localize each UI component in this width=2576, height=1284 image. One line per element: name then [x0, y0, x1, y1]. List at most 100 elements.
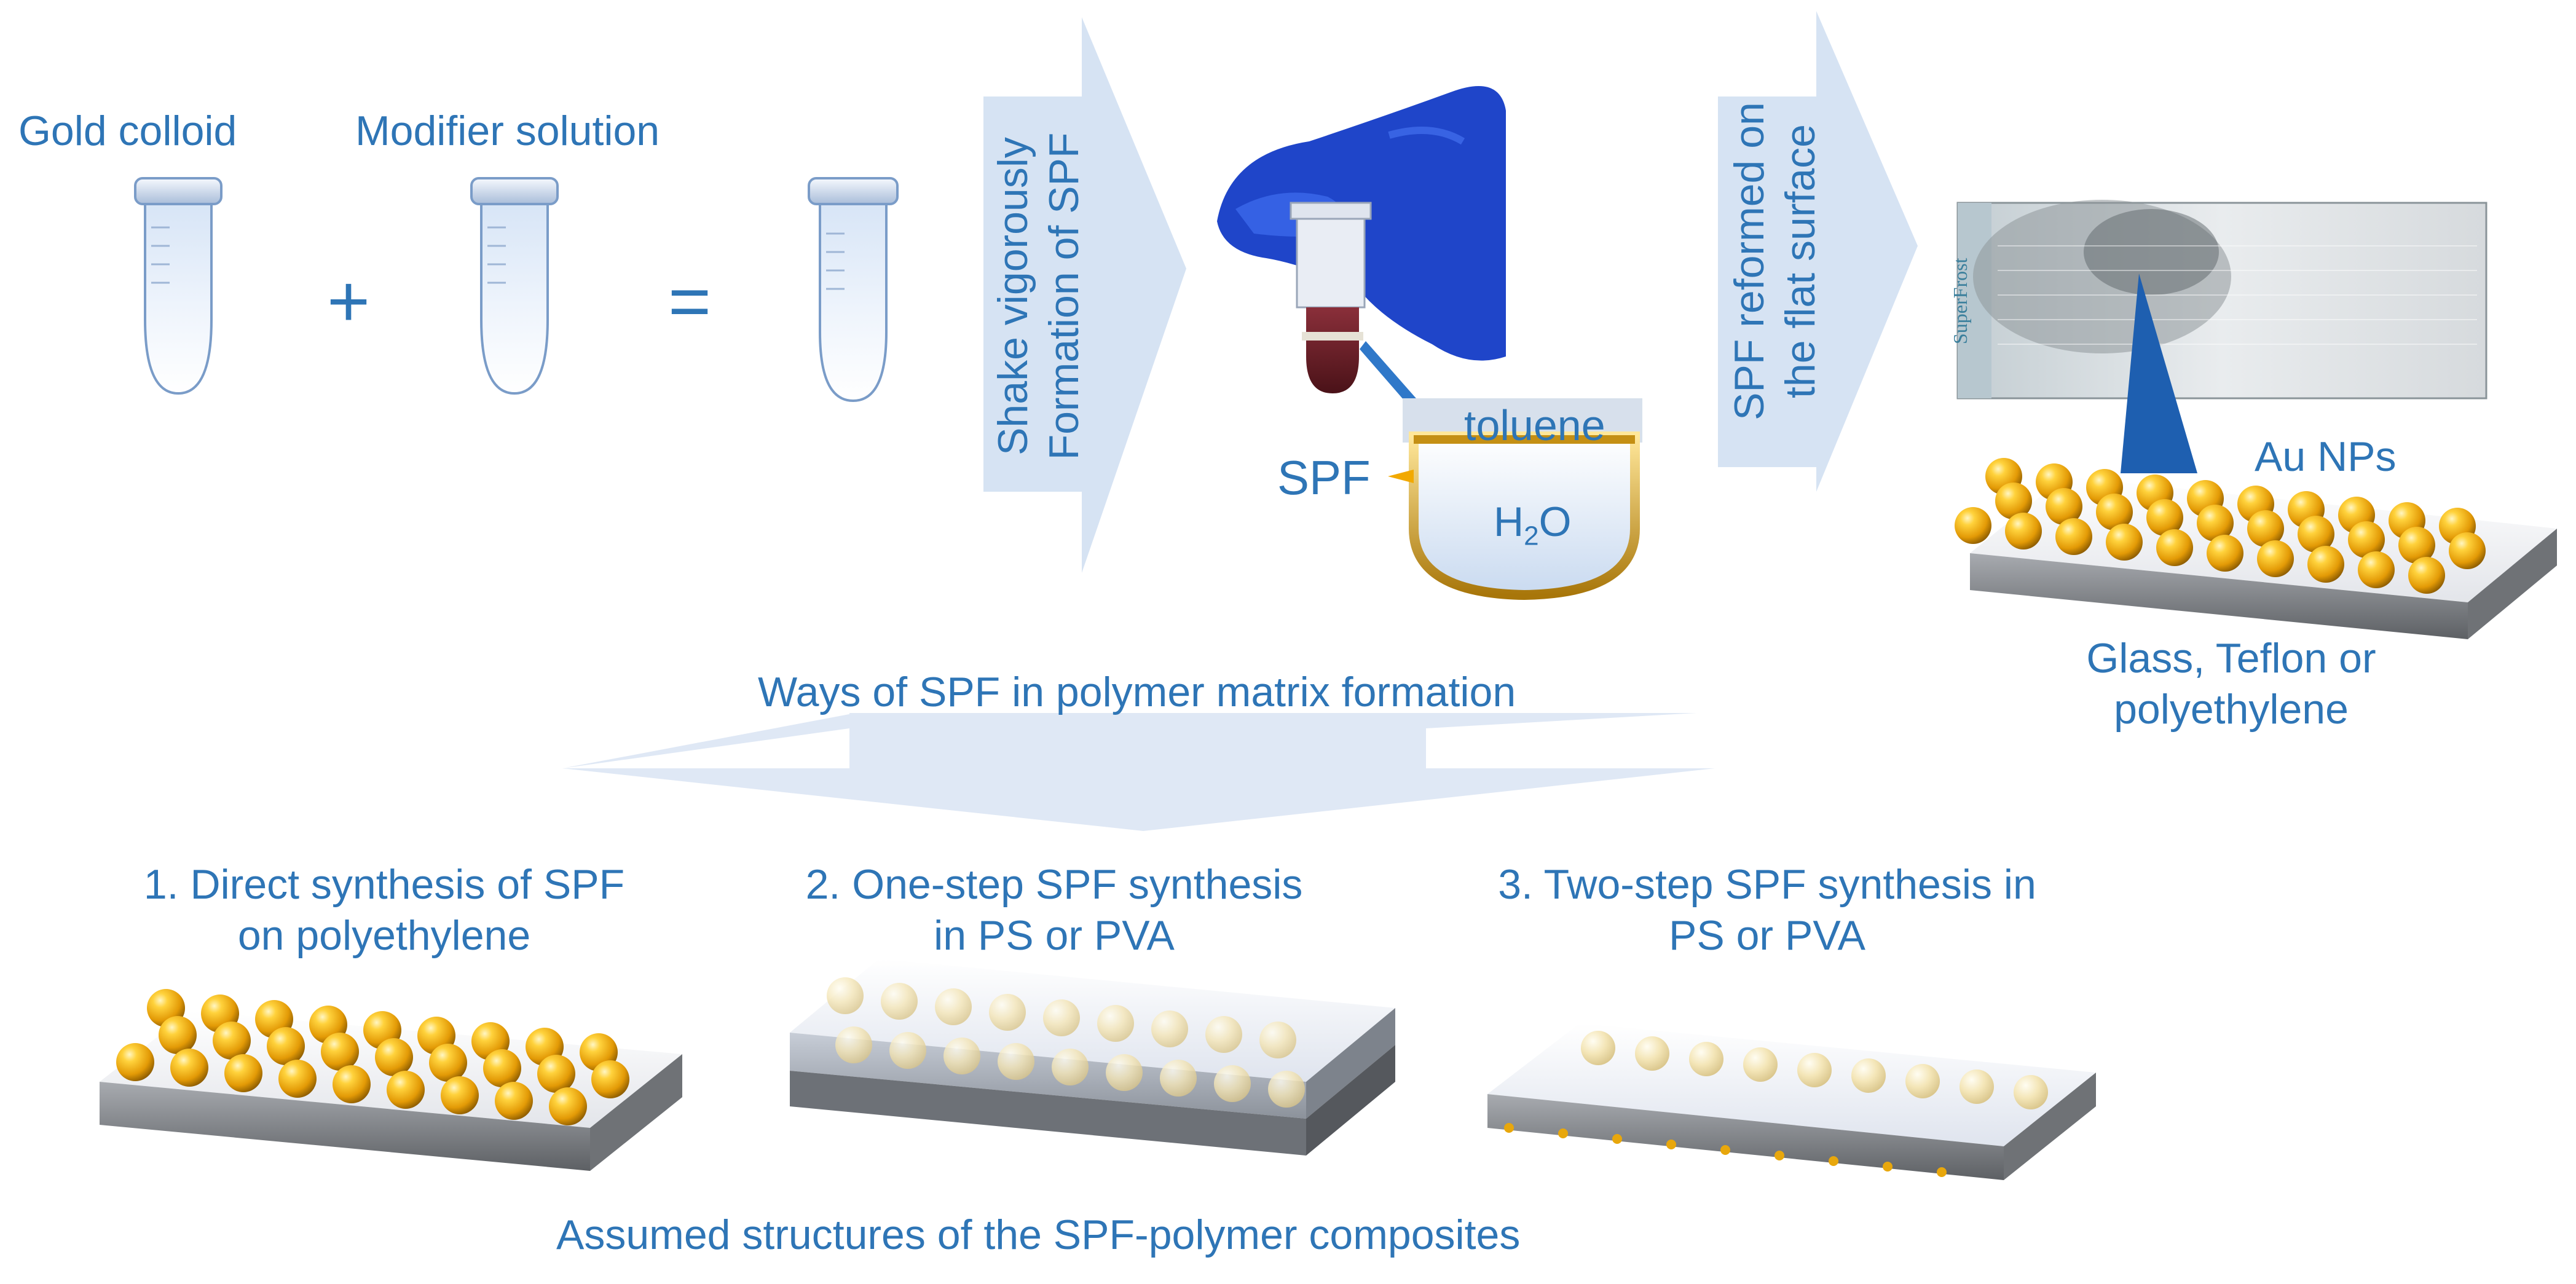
embedded-nanoparticle: [827, 977, 864, 1014]
gold-nanoparticle: [429, 1044, 467, 1082]
reform-arrow-line2: the flat surface: [1777, 124, 1824, 399]
reform-arrow-line1: SPF reformed on: [1726, 102, 1773, 420]
gold-nanoparticles-method3-underside: [1504, 1123, 1947, 1177]
embedded-nanoparticle: [935, 988, 972, 1025]
underside-nanoparticle: [1720, 1145, 1730, 1155]
au-nps-substrate: [1955, 458, 2557, 639]
pale-nanoparticles-method3: [1581, 1031, 2048, 1109]
slide-zoom-pointer: [2121, 274, 2197, 473]
embedded-nanoparticle: [1797, 1053, 1832, 1087]
gold-nanoparticle: [537, 1055, 575, 1093]
underside-nanoparticle: [1558, 1128, 1568, 1138]
method3-line1: 3. Two-step SPF synthesis in: [1498, 861, 2036, 908]
equals-sign: =: [668, 260, 712, 342]
gold-nanoparticle: [2398, 527, 2435, 564]
toluene-label: toluene: [1464, 401, 1605, 449]
slide-brand-label: SuperFrost: [1949, 258, 1971, 344]
water-label-subscript: 2: [1524, 521, 1539, 551]
gloved-hand-photo: [1217, 86, 1506, 393]
underside-nanoparticle: [1666, 1140, 1676, 1149]
spf-label: SPF: [1277, 451, 1371, 505]
gold-nanoparticle: [159, 1016, 197, 1054]
underside-nanoparticle: [1612, 1134, 1622, 1144]
modifier-solution-label: Modifier solution: [355, 108, 660, 154]
method2-slab: [790, 959, 1395, 1156]
spf-label-pointer: [1388, 470, 1414, 483]
method3-line2: PS or PVA: [1669, 912, 1865, 959]
gold-nanoparticle: [591, 1060, 629, 1098]
gold-colloid-label: Gold colloid: [18, 108, 237, 154]
embedded-nanoparticle: [1214, 1065, 1251, 1102]
embedded-nanoparticle: [1106, 1054, 1143, 1091]
embedded-nanoparticle: [1151, 1010, 1188, 1047]
embedded-nanoparticle: [1581, 1031, 1615, 1065]
gold-nanoparticle: [2408, 557, 2445, 594]
gold-nanoparticle: [170, 1049, 208, 1087]
substrate-caption-line1: Glass, Teflon or: [2086, 635, 2376, 682]
embedded-nanoparticle: [1743, 1047, 1778, 1082]
gold-nanoparticle: [1955, 507, 1991, 544]
gold-nanoparticle: [2005, 513, 2042, 549]
gold-nanoparticle: [2358, 551, 2395, 588]
gold-nanoparticle: [2449, 532, 2486, 569]
underside-nanoparticle: [1774, 1151, 1784, 1160]
embedded-nanoparticle: [835, 1026, 872, 1063]
method3-label: 3. Two-step SPF synthesis in PS or PVA: [1454, 859, 2081, 961]
embedded-nanoparticle: [1268, 1071, 1305, 1108]
gold-nanoparticle: [495, 1082, 533, 1120]
mixture-tube: [808, 177, 899, 403]
embedded-nanoparticle: [1097, 1005, 1134, 1042]
embedded-nanoparticle: [1259, 1022, 1296, 1058]
gold-nanoparticle: [441, 1076, 479, 1114]
au-nanoparticles-method1: [116, 989, 629, 1125]
embedded-nanoparticle: [1160, 1060, 1197, 1097]
water-label-h: H: [1494, 498, 1524, 545]
gold-nanoparticle: [267, 1027, 305, 1065]
shake-arrow-label: Shake vigorously Formation of SPF: [988, 133, 1090, 460]
water-label: H2O: [1494, 497, 1572, 553]
embedded-nanoparticle: [2014, 1075, 2048, 1109]
toluene-water-vessel: [1403, 398, 1642, 601]
au-nps-label: Au NPs: [2255, 433, 2397, 480]
gold-nanoparticle: [321, 1033, 359, 1071]
underside-nanoparticle: [1504, 1123, 1514, 1133]
gold-nanoparticle: [2156, 529, 2193, 566]
gold-nanoparticle: [2046, 488, 2082, 525]
embedded-nanoparticle: [1635, 1036, 1669, 1071]
embedded-nanoparticle: [989, 994, 1026, 1031]
embedded-nanoparticle: [1205, 1016, 1242, 1053]
au-nanoparticles-top: [1955, 458, 2486, 594]
pale-nanoparticles-method2: [827, 977, 1305, 1108]
ways-down-arrow-head: [562, 768, 1715, 831]
method1-line2: on polyethylene: [237, 912, 531, 959]
modifier-solution-tube: [470, 177, 559, 395]
gold-colloid-tube: [134, 177, 223, 395]
gold-nanoparticle: [2307, 546, 2344, 583]
gold-nanoparticle: [116, 1043, 154, 1081]
method2-line1: 2. One-step SPF synthesis: [805, 861, 1303, 908]
embedded-nanoparticle: [1043, 999, 1080, 1036]
embedded-nanoparticle: [1960, 1069, 1994, 1104]
method1-slab: [100, 989, 682, 1171]
gold-nanoparticle: [2247, 510, 2284, 547]
embedded-nanoparticle: [1905, 1064, 1940, 1098]
gold-nanoparticle: [2257, 540, 2294, 577]
gold-nanoparticle: [213, 1022, 251, 1060]
method2-line2: in PS or PVA: [934, 912, 1175, 959]
reform-arrow-label: SPF reformed on the flat surface: [1724, 102, 1826, 420]
embedded-nanoparticle: [889, 1032, 926, 1069]
reform-arrow: [1718, 11, 1918, 492]
gold-nanoparticle: [2348, 521, 2385, 558]
gold-nanoparticle: [375, 1038, 413, 1076]
ways-title: Ways of SPF in polymer matrix formation: [758, 669, 1516, 715]
gold-nanoparticle: [549, 1087, 587, 1125]
composites-caption: Assumed structures of the SPF-polymer co…: [556, 1211, 1521, 1258]
gold-nanoparticle: [333, 1065, 371, 1103]
gold-nanoparticle: [1995, 482, 2032, 519]
embedded-nanoparticle: [943, 1038, 980, 1074]
underside-nanoparticle: [1829, 1156, 1838, 1166]
ways-down-arrow-body: [849, 713, 1426, 768]
method3-slab: [1487, 1023, 2096, 1180]
underside-nanoparticle: [1883, 1162, 1893, 1172]
gold-nanoparticle: [387, 1071, 425, 1109]
